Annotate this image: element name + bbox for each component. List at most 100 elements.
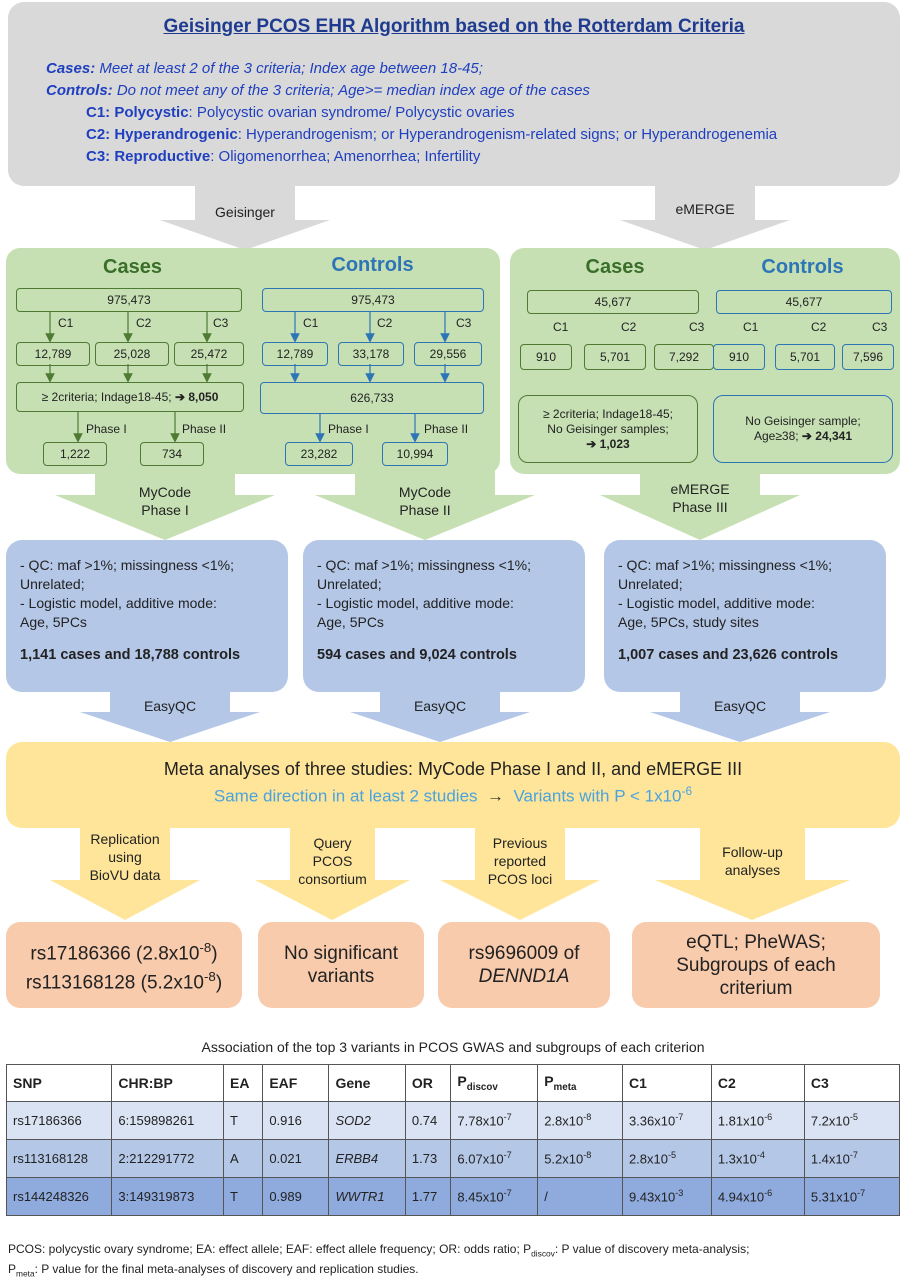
emerge-cases-c2-label: C2 — [621, 320, 637, 334]
footnote-line2b: : P value for the final meta-analyses of… — [34, 1262, 419, 1277]
col-c2: C2 — [710, 1064, 805, 1102]
mycode2-line2: Phase II — [399, 502, 451, 518]
geisinger-controls-combined: 626,733 — [260, 382, 484, 414]
emerge-controls-combined: No Geisinger sample; Age≥38; ➔ 24,341 — [713, 395, 893, 463]
arrow-label-easyqc-3: EasyQC — [713, 698, 767, 714]
followup-label-previous: Previous reported PCOS loci — [470, 834, 570, 888]
c1-text: : Polycystic ovarian syndrome/ Polycysti… — [188, 104, 515, 121]
qc1-summary: 1,141 cases and 18,788 controls — [20, 647, 241, 663]
result-replication-line2: rs113168128 (5.2x10-8) — [26, 965, 222, 994]
emerge-cases-c3-label: C3 — [689, 320, 705, 334]
algorithm-panel: Geisinger PCOS EHR Algorithm based on th… — [8, 2, 900, 186]
col-snp: SNP — [5, 1064, 113, 1102]
cell-pmeta-exp: -8 — [583, 1150, 592, 1161]
arrow-label-emerge-phase3: eMERGE Phase III — [640, 480, 760, 516]
cell-c3-base: 5.31x10 — [810, 1189, 858, 1205]
geisinger-cases-c2-label: C2 — [136, 316, 152, 330]
col-pmeta-p: P — [544, 1073, 554, 1090]
footnote-line1b: : P value of discovery meta-analysis; — [554, 1242, 750, 1256]
qc-panel-emerge-phase3: - QC: maf >1%; missingness <1%; Unrelate… — [604, 540, 886, 692]
emerge-controls-combined-line2-wrap: Age≥38; ➔ 24,341 — [754, 429, 852, 444]
meta-analysis-line1: Meta analyses of three studies: MyCode P… — [163, 759, 743, 779]
result-previous-loci: rs9696009 of DENND1A — [438, 922, 610, 1008]
followup-label-analyses: Follow-up analyses — [700, 843, 805, 879]
qc3-line2: Unrelated; — [618, 576, 683, 592]
geisinger-cases-c2-count: 25,028 — [95, 342, 169, 366]
cell-c1: 3.36x10-7 — [621, 1101, 712, 1140]
result-r1b: rs113168128 (5.2x10 — [25, 972, 204, 994]
arrow-emerge — [620, 185, 790, 250]
footnote: PCOS: polycystic ovary syndrome; EA: eff… — [8, 1241, 900, 1282]
qc2-summary: 594 cases and 9,024 controls — [317, 647, 517, 663]
cell-c1: 2.8x10-5 — [621, 1139, 712, 1178]
result-previous-line2: DENND1A — [478, 966, 570, 987]
cell-pmeta-base: 5.2x10 — [544, 1151, 584, 1167]
cell-c2-base: 1.3x10 — [717, 1151, 757, 1167]
col-c1: C1 — [621, 1064, 712, 1102]
arrow-easyqc-3 — [650, 690, 830, 742]
result-query-line1: No significant — [283, 943, 399, 964]
table-header-row: SNP CHR:BP EA EAF Gene OR Pdiscov Pmeta … — [5, 1064, 901, 1102]
result-query: No significant variants — [258, 922, 424, 1008]
col-pdiscov-sub: discov — [466, 1081, 498, 1093]
footnote-line1a: PCOS: polycystic ovary syndrome; EA: eff… — [8, 1242, 532, 1256]
cell-ea: T — [223, 1177, 264, 1216]
emerge-cases-combined-line1: ≥ 2criteria; Indage18-45; — [543, 406, 673, 421]
qc2-line2: Unrelated; — [317, 576, 382, 592]
c3-label: C3: Reproductive — [86, 148, 211, 165]
result-r1a: rs17186366 (2.8x10 — [30, 943, 200, 964]
geisinger-controls-phase2-label: Phase II — [424, 422, 469, 436]
footnote-line2-sub: meta — [16, 1268, 35, 1279]
cell-or: 1.73 — [404, 1139, 452, 1178]
cell-c1-base: 2.8x10 — [628, 1151, 668, 1167]
c2-text: : Hyperandrogenism; or Hyperandrogenism-… — [237, 126, 778, 143]
cell-c1-exp: -7 — [675, 1112, 684, 1123]
cell-c2: 1.81x10-6 — [710, 1101, 805, 1140]
controls-definition: Controls: Do not meet any of the 3 crite… — [46, 80, 886, 102]
cell-gene: SOD2 — [328, 1101, 406, 1140]
cell-chrbp: 3:149319873 — [111, 1177, 225, 1216]
cell-c2-exp: -6 — [764, 1112, 773, 1123]
table-row: rs144248326 3:149319873 T 0.989 WWTR1 1.… — [5, 1177, 901, 1216]
qc3-line4: Age, 5PCs, study sites — [618, 614, 759, 630]
cell-pdiscov-base: 8.45x10 — [457, 1189, 504, 1205]
col-pdiscov: Pdiscov — [450, 1064, 539, 1102]
qc1-line3: - Logistic model, additive mode: — [20, 595, 217, 611]
followup2-l1: Query — [313, 835, 352, 851]
emerge-controls-combined-line2: Age≥38; — [753, 429, 802, 443]
criterion-c3: C3: Reproductive: Oligomenorrhea; Amenor… — [86, 146, 886, 168]
cell-or: 1.77 — [404, 1177, 452, 1216]
geisinger-controls-total: 975,473 — [262, 288, 484, 312]
emerge-controls-combined-value: ➔ 24,341 — [801, 429, 853, 443]
geisinger-controls-c3-count: 29,556 — [414, 342, 482, 366]
qc1-line2: Unrelated; — [20, 576, 85, 592]
qc-panel-mycode-phase2: - QC: maf >1%; missingness <1%; Unrelate… — [303, 540, 585, 692]
geisinger-cases-c1-count: 12,789 — [16, 342, 90, 366]
cell-eaf: 0.021 — [262, 1139, 330, 1178]
arrow-followup-3 — [440, 825, 600, 920]
cell-c2-exp: -6 — [764, 1188, 773, 1199]
followup-label-query: Query PCOS consortium — [285, 834, 380, 888]
cell-chrbp: 6:159898261 — [111, 1101, 225, 1140]
meta-threshold-exp: -6 — [681, 784, 693, 798]
geisinger-controls-c2-label: C2 — [377, 316, 393, 330]
arrow-label-easyqc-1: EasyQC — [143, 698, 197, 714]
arrow-label-emerge: eMERGE — [675, 201, 735, 217]
qc3-line3: - Logistic model, additive mode: — [618, 595, 815, 611]
arrow-label-mycode-phase2: MyCode Phase II — [355, 483, 495, 519]
followup1-l1: Replication — [90, 831, 160, 847]
controls-def-label: Controls: — [46, 82, 113, 99]
c1-label: C1: Polycystic — [86, 104, 189, 121]
result-r1b-exp: -8 — [204, 969, 216, 984]
cell-pdiscov-base: 7.78x10 — [457, 1113, 504, 1129]
cell-pdiscov-exp: -7 — [503, 1112, 512, 1123]
followup3-l2: reported — [493, 853, 547, 869]
cell-c2: 1.3x10-4 — [710, 1139, 805, 1178]
qc3-line1: - QC: maf >1%; missingness <1%; — [618, 557, 832, 573]
cell-gene: ERBB4 — [328, 1139, 406, 1178]
cell-c2-base: 4.94x10 — [717, 1189, 765, 1205]
cases-definition: Cases: Meet at least 2 of the 3 criteria… — [46, 58, 886, 80]
emerge-cohort-panel — [510, 248, 900, 474]
geisinger-cases-phase2-count: 734 — [140, 442, 204, 466]
